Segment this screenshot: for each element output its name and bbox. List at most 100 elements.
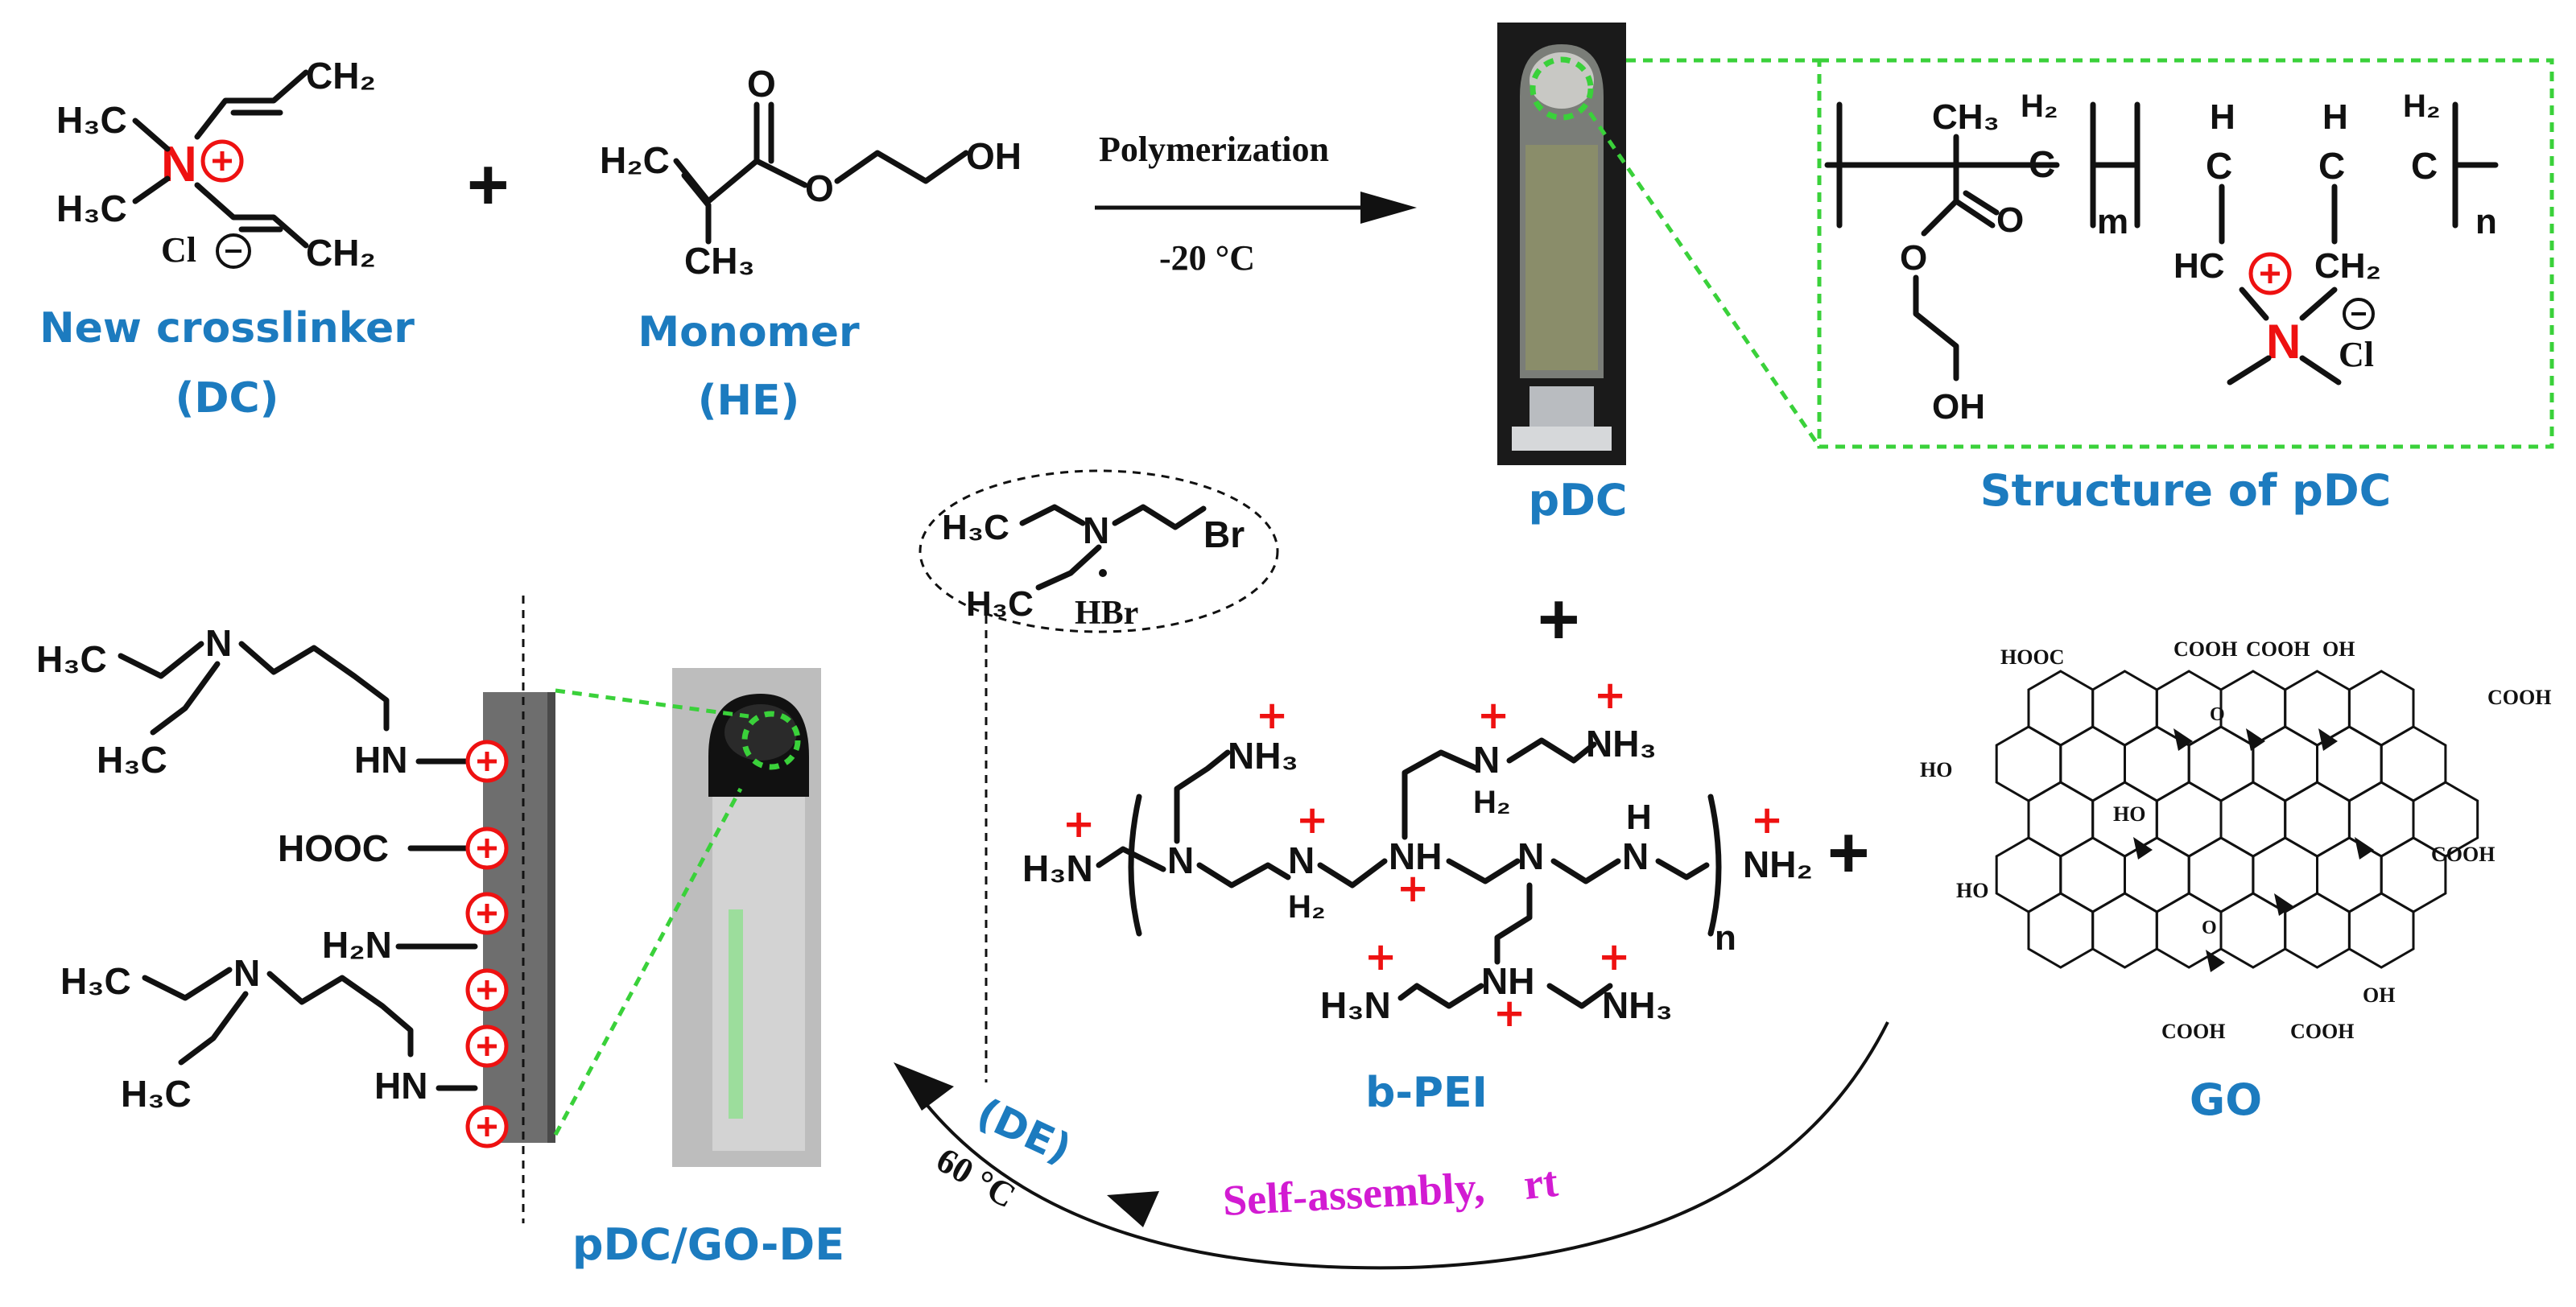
go-hexagon-ring [1995,725,2062,802]
plus-sign-1: + [467,145,510,225]
dc-ch2-top: CH₂ [306,55,376,97]
go-oh-top: OH [2322,637,2355,661]
pei-nh3-b: NH₃ [1586,723,1657,765]
pdc-photo [1497,23,1626,465]
self-assembly-arrowhead-icon [1107,1191,1159,1227]
go-ho-lower: HO [1956,879,1988,902]
structure-c-a: C [2029,143,2055,185]
dc-h3c-top: H₃C [56,99,127,141]
pei-plus-icon: + [1063,802,1095,847]
surface-charge-column [465,740,509,1148]
go-hexagon-ring [2219,781,2287,858]
go-cooh-bottom-a: COOH [2161,1020,2225,1043]
structure-ch3: CH₃ [1932,97,2000,137]
pei-h3n-bottom: H₃N [1320,984,1391,1026]
positive-charge-icon [477,1037,497,1056]
final-product-structure: H₃C N H₃C HN HOOC H₂N H₃C N H₃C HN [36,596,555,1223]
go-ho-left: HO [1920,758,1952,781]
structure-negative-charge-icon [2343,298,2375,330]
structure-oh: OH [1932,387,1985,427]
final-hooc: HOOC [278,827,389,869]
go-cooh-b: COOH [2246,637,2310,661]
pei-nh2-b: N [1473,739,1500,781]
de-h3c-top: H₃C [942,508,1009,547]
polymerization-arrowhead-icon [1360,192,1417,224]
dc-bond [132,118,171,152]
go-label: GO [2190,1074,2262,1125]
go-cooh-bottom-b: COOH [2290,1020,2354,1043]
go-ho-inner: HO [2113,802,2145,826]
pdc-structure: CH₃ H₂ C m H C H C H₂ C n O O OH HC CH₂ … [1824,89,2499,427]
pei-n-right: N [1622,835,1649,877]
go-epoxy-mark [2246,728,2265,751]
go-epoxy-mark [2318,728,2338,751]
go-epoxy-mark [2133,837,2153,860]
he-h2c: H₂C [600,139,670,181]
pei-h3n-left: H₃N [1022,847,1093,889]
final-h3c-c: H₃C [60,960,131,1002]
go-hexagon-ring [2124,836,2190,913]
he-carbonyl-o: O [747,63,776,105]
go-hexagon-ring [2091,892,2158,969]
svg-text:+: + [1397,866,1429,911]
he-ch3: CH₃ [684,240,755,282]
go-hexagon-ring [2219,892,2287,969]
go-hexagon-ring [2284,892,2351,969]
temp-60-label: 60 °C [930,1140,1022,1216]
final-h3c-d: H₃C [121,1073,192,1115]
pei-h2-b: H₂ [1473,785,1511,820]
final-h3c-b: H₃C [97,739,167,781]
pei-nh2-a: N [1288,839,1315,881]
structure-h-b: H [2322,97,2348,137]
dc-crosslinker-structure: H₃C H₃C N CH₂ CH₂ Cl [56,55,376,274]
go-hexagon-ring [2347,892,2415,969]
svg-text:+: + [1598,934,1630,979]
go-hexagon-ring [2059,725,2126,802]
structure-chloride: Cl [2339,335,2374,374]
pei-n-center: N [1517,835,1544,877]
go-hexagon-ring [1995,836,2062,913]
pdc-go-de-photo [672,668,821,1167]
structure-h-a: H [2210,97,2235,137]
structure-n-subscript: n [2475,202,2497,241]
final-h2n: H₂N [322,924,392,966]
pei-n-a: N [1167,839,1194,881]
he-label-line1: Monomer [638,308,860,357]
final-n-a: N [205,622,232,664]
pei-nh2-right: NH₂ [1743,843,1813,885]
go-hexagon-ring [2027,670,2095,747]
go-hexagon-ring [2284,781,2351,858]
positive-charge-icon [477,904,497,923]
de-h3c-bottom: H₃C [966,584,1034,624]
de-reagent-ellipse [919,469,1279,633]
go-lattice [1995,670,2479,972]
dc-label-line2: (DC) [175,374,279,423]
bpei-label: b-PEI [1365,1069,1488,1117]
rt-label: rt [1521,1157,1560,1209]
structure-label: Structure of pDC [1980,465,2392,516]
go-cooh-mid: COOH [2431,843,2495,866]
final-hn-a: HN [354,739,407,781]
pei-nh3-bottom: NH₃ [1602,984,1673,1026]
polymerization-temperature: -20 °C [1159,238,1255,278]
structure-nitrogen: N [2266,315,2301,369]
dc-label-line1: New crosslinker [39,304,415,353]
structure-h2-b: H₂ [2403,89,2441,124]
structure-c-b: C [2206,145,2232,187]
final-product-label: pDC/GO-DE [572,1219,844,1270]
structure-positive-charge-icon [2248,252,2292,295]
structure-c-d: C [2411,145,2438,187]
pei-nh-bottom: NH [1481,960,1534,1002]
positive-charge-icon [477,1117,497,1136]
structure-carbonyl-o: O [1996,200,2024,240]
self-assembly-arrow [908,1021,1889,1270]
go-epoxy-mark [2274,893,2293,916]
he-ester-o: O [805,167,834,209]
he-monomer-structure: H₂C O O OH CH₃ [600,63,1022,282]
self-assembly-label: Self-assembly, [1221,1163,1485,1225]
go-hexagon-ring [2155,781,2223,858]
pei-nh: NH [1389,835,1442,877]
go-hexagon-ring [2027,892,2095,969]
go-hexagon-ring [2347,670,2415,747]
positive-charge-icon [477,752,497,771]
